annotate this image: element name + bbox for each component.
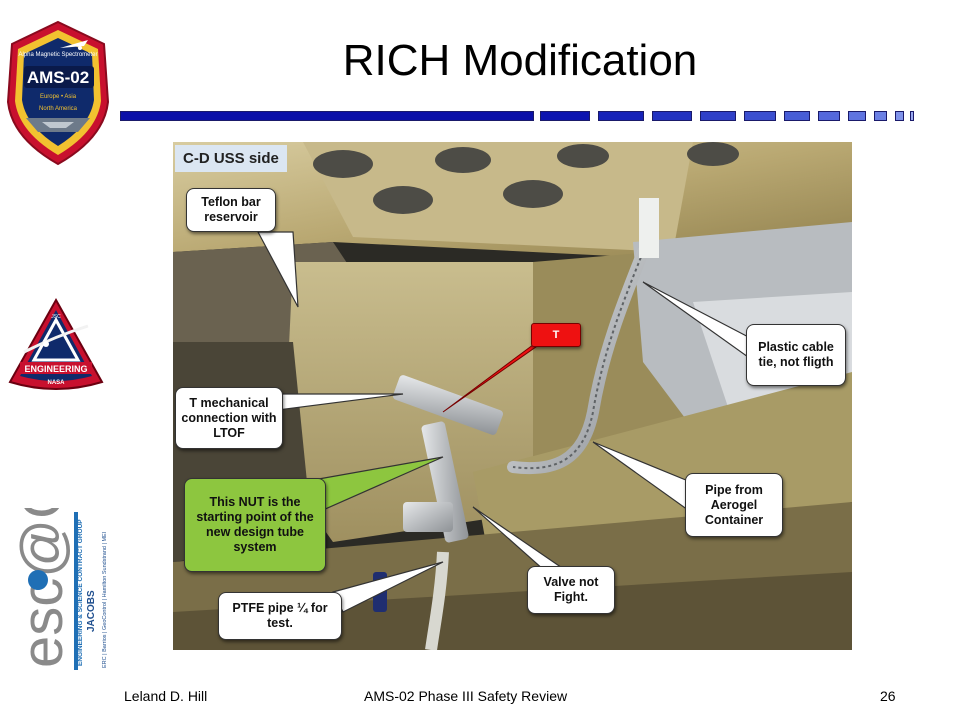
hardware-photo-illustration (173, 142, 852, 650)
ams02-patch-logo: AMS-02 Europe • Asia North America Alpha… (0, 18, 116, 168)
callout-pipe-from-aerogel: Pipe from Aerogel Container (685, 473, 783, 537)
title-bar-segment (895, 111, 904, 121)
ams-logo-sub1: Europe • Asia (40, 94, 77, 100)
ams02-patch-graphic: AMS-02 Europe • Asia North America Alpha… (6, 20, 110, 166)
title-bar-segment (652, 111, 692, 121)
title-bar-segment (700, 111, 736, 121)
engineering-patch-graphic: ENGINEERING NASA JSC (8, 297, 104, 390)
hardware-photo (173, 142, 852, 650)
callout-valve-not-flight: Valve not Fight. (527, 566, 615, 614)
callout-plastic-cable-tie: Plastic cable tie, not fligth (746, 324, 846, 386)
escg-vertical-text-2: JACOBS (86, 590, 97, 632)
title-bar-segment (910, 111, 914, 121)
escg-vertical-text-1: ENGINEERING & SCIENCE CONTRACT GROUP (77, 519, 84, 666)
footer-page-number: 26 (880, 688, 896, 704)
ams-logo-ring-text: Alpha Magnetic Spectrometer (18, 52, 97, 58)
callout-ptfe-pipe: PTFE pipe ¼ for test. (218, 592, 342, 640)
title-bar-segment (744, 111, 776, 121)
ams-logo-sub2: North America (39, 106, 78, 112)
ams-logo-text: AMS-02 (27, 68, 89, 87)
title-bar-segment (120, 111, 534, 121)
photo-corner-label: C-D USS side (175, 145, 287, 172)
callout-t-mechanical-connection: T mechanical connection with LTOF (175, 387, 283, 449)
slide-title: RICH Modification (342, 36, 698, 85)
footer-review-title: AMS-02 Phase III Safety Review (364, 688, 568, 704)
callout-pointers (257, 231, 759, 613)
title-bar-segment (874, 111, 887, 121)
callout-teflon-bar-reservoir: Teflon bar reservoir (186, 188, 276, 232)
footer-author: Leland D. Hill (124, 688, 208, 704)
eng-logo-bottom-text: NASA (47, 380, 65, 386)
escg-vertical-text-3: ERC | Barrios | GeoControl | Hamilton Su… (102, 531, 108, 668)
title-bar-segment (784, 111, 810, 121)
callout-nut-starting-point: This NUT is the starting point of the ne… (184, 478, 326, 572)
escg-logo: esc@G ENGINEERING & SCIENCE CONTRACT GRO… (8, 474, 112, 672)
escg-logo-graphic: esc@G ENGINEERING & SCIENCE CONTRACT GRO… (10, 474, 108, 670)
title-underline-bar (120, 111, 920, 121)
eng-logo-band-text: ENGINEERING (24, 364, 87, 374)
title-bar-segment (540, 111, 590, 121)
engineering-nasa-logo: ENGINEERING NASA JSC (6, 296, 106, 396)
callout-t-label: T (531, 323, 581, 347)
title-bar-segment (848, 111, 866, 121)
title-bar-segment (818, 111, 840, 121)
title-bar-segment (598, 111, 644, 121)
eng-logo-top-text: JSC (51, 314, 61, 320)
